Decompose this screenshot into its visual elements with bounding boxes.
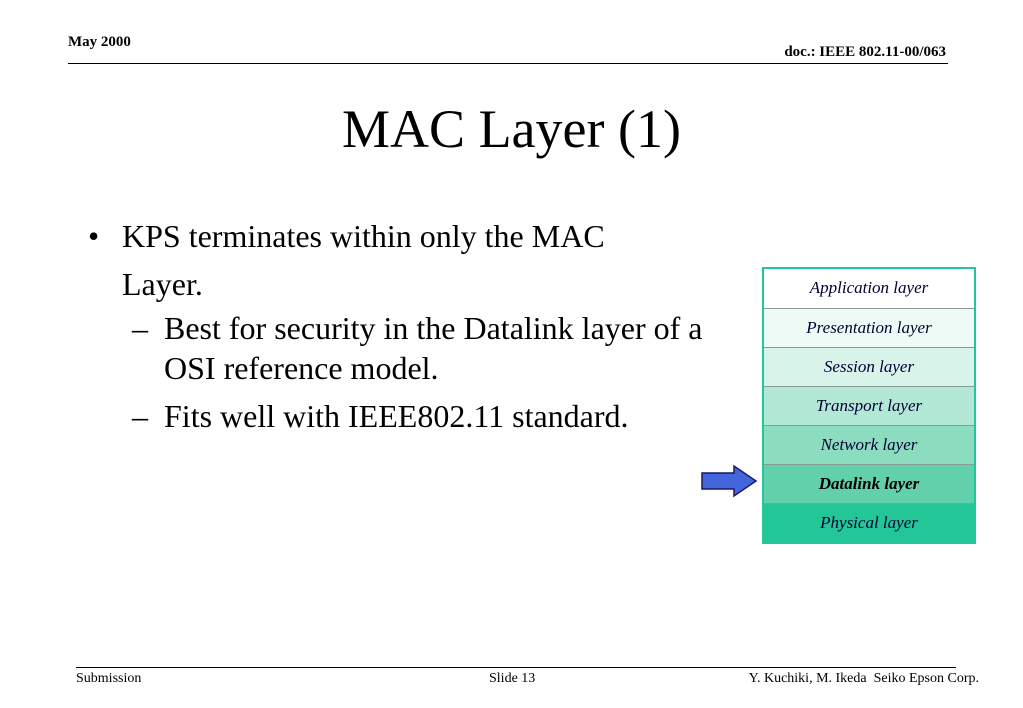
header-date: May 2000 — [68, 34, 131, 50]
header-rule — [68, 63, 948, 64]
slide-title: MAC Layer (1) — [342, 99, 681, 159]
bullet-marker: • — [88, 218, 100, 254]
footer-authors: Y. Kuchiki, M. Ikeda Seiko Epson Corp. — [748, 671, 979, 686]
header-doc-id: doc.: IEEE 802.11-00/063 — [784, 44, 946, 60]
osi-layer-physical: Physical layer — [764, 503, 974, 542]
footer-slide-number: Slide 13 — [489, 671, 536, 686]
osi-layer-datalink: Datalink layer — [764, 464, 974, 503]
bullet-text-line2: Layer. — [122, 266, 203, 302]
osi-layer-transport: Transport layer — [764, 386, 974, 425]
osi-layer-stack: Application layer Presentation layer Ses… — [762, 267, 976, 544]
sub-bullet-marker: – — [132, 310, 148, 346]
osi-layer-application: Application layer — [764, 269, 974, 308]
bullet-list: • KPS terminates within only the MAC Lay… — [88, 212, 728, 436]
footer-submission: Submission — [76, 671, 142, 686]
footer-rule — [76, 667, 956, 668]
sub-bullet-item: – Best for security in the Datalink laye… — [88, 308, 728, 388]
bullet-text-line1: KPS terminates within only the MAC — [122, 218, 605, 254]
right-arrow-icon — [701, 464, 758, 498]
sub-bullet-marker: – — [132, 398, 148, 434]
sub-bullet-item: – Fits well with IEEE802.11 standard. — [88, 396, 728, 436]
osi-layer-presentation: Presentation layer — [764, 308, 974, 347]
sub-bullet-text-1: Best for security in the Datalink layer … — [164, 310, 703, 386]
sub-bullet-text-2: Fits well with IEEE802.11 standard. — [164, 398, 629, 434]
osi-layer-session: Session layer — [764, 347, 974, 386]
bullet-item: • KPS terminates within only the MAC Lay… — [88, 212, 728, 308]
osi-layer-network: Network layer — [764, 425, 974, 464]
